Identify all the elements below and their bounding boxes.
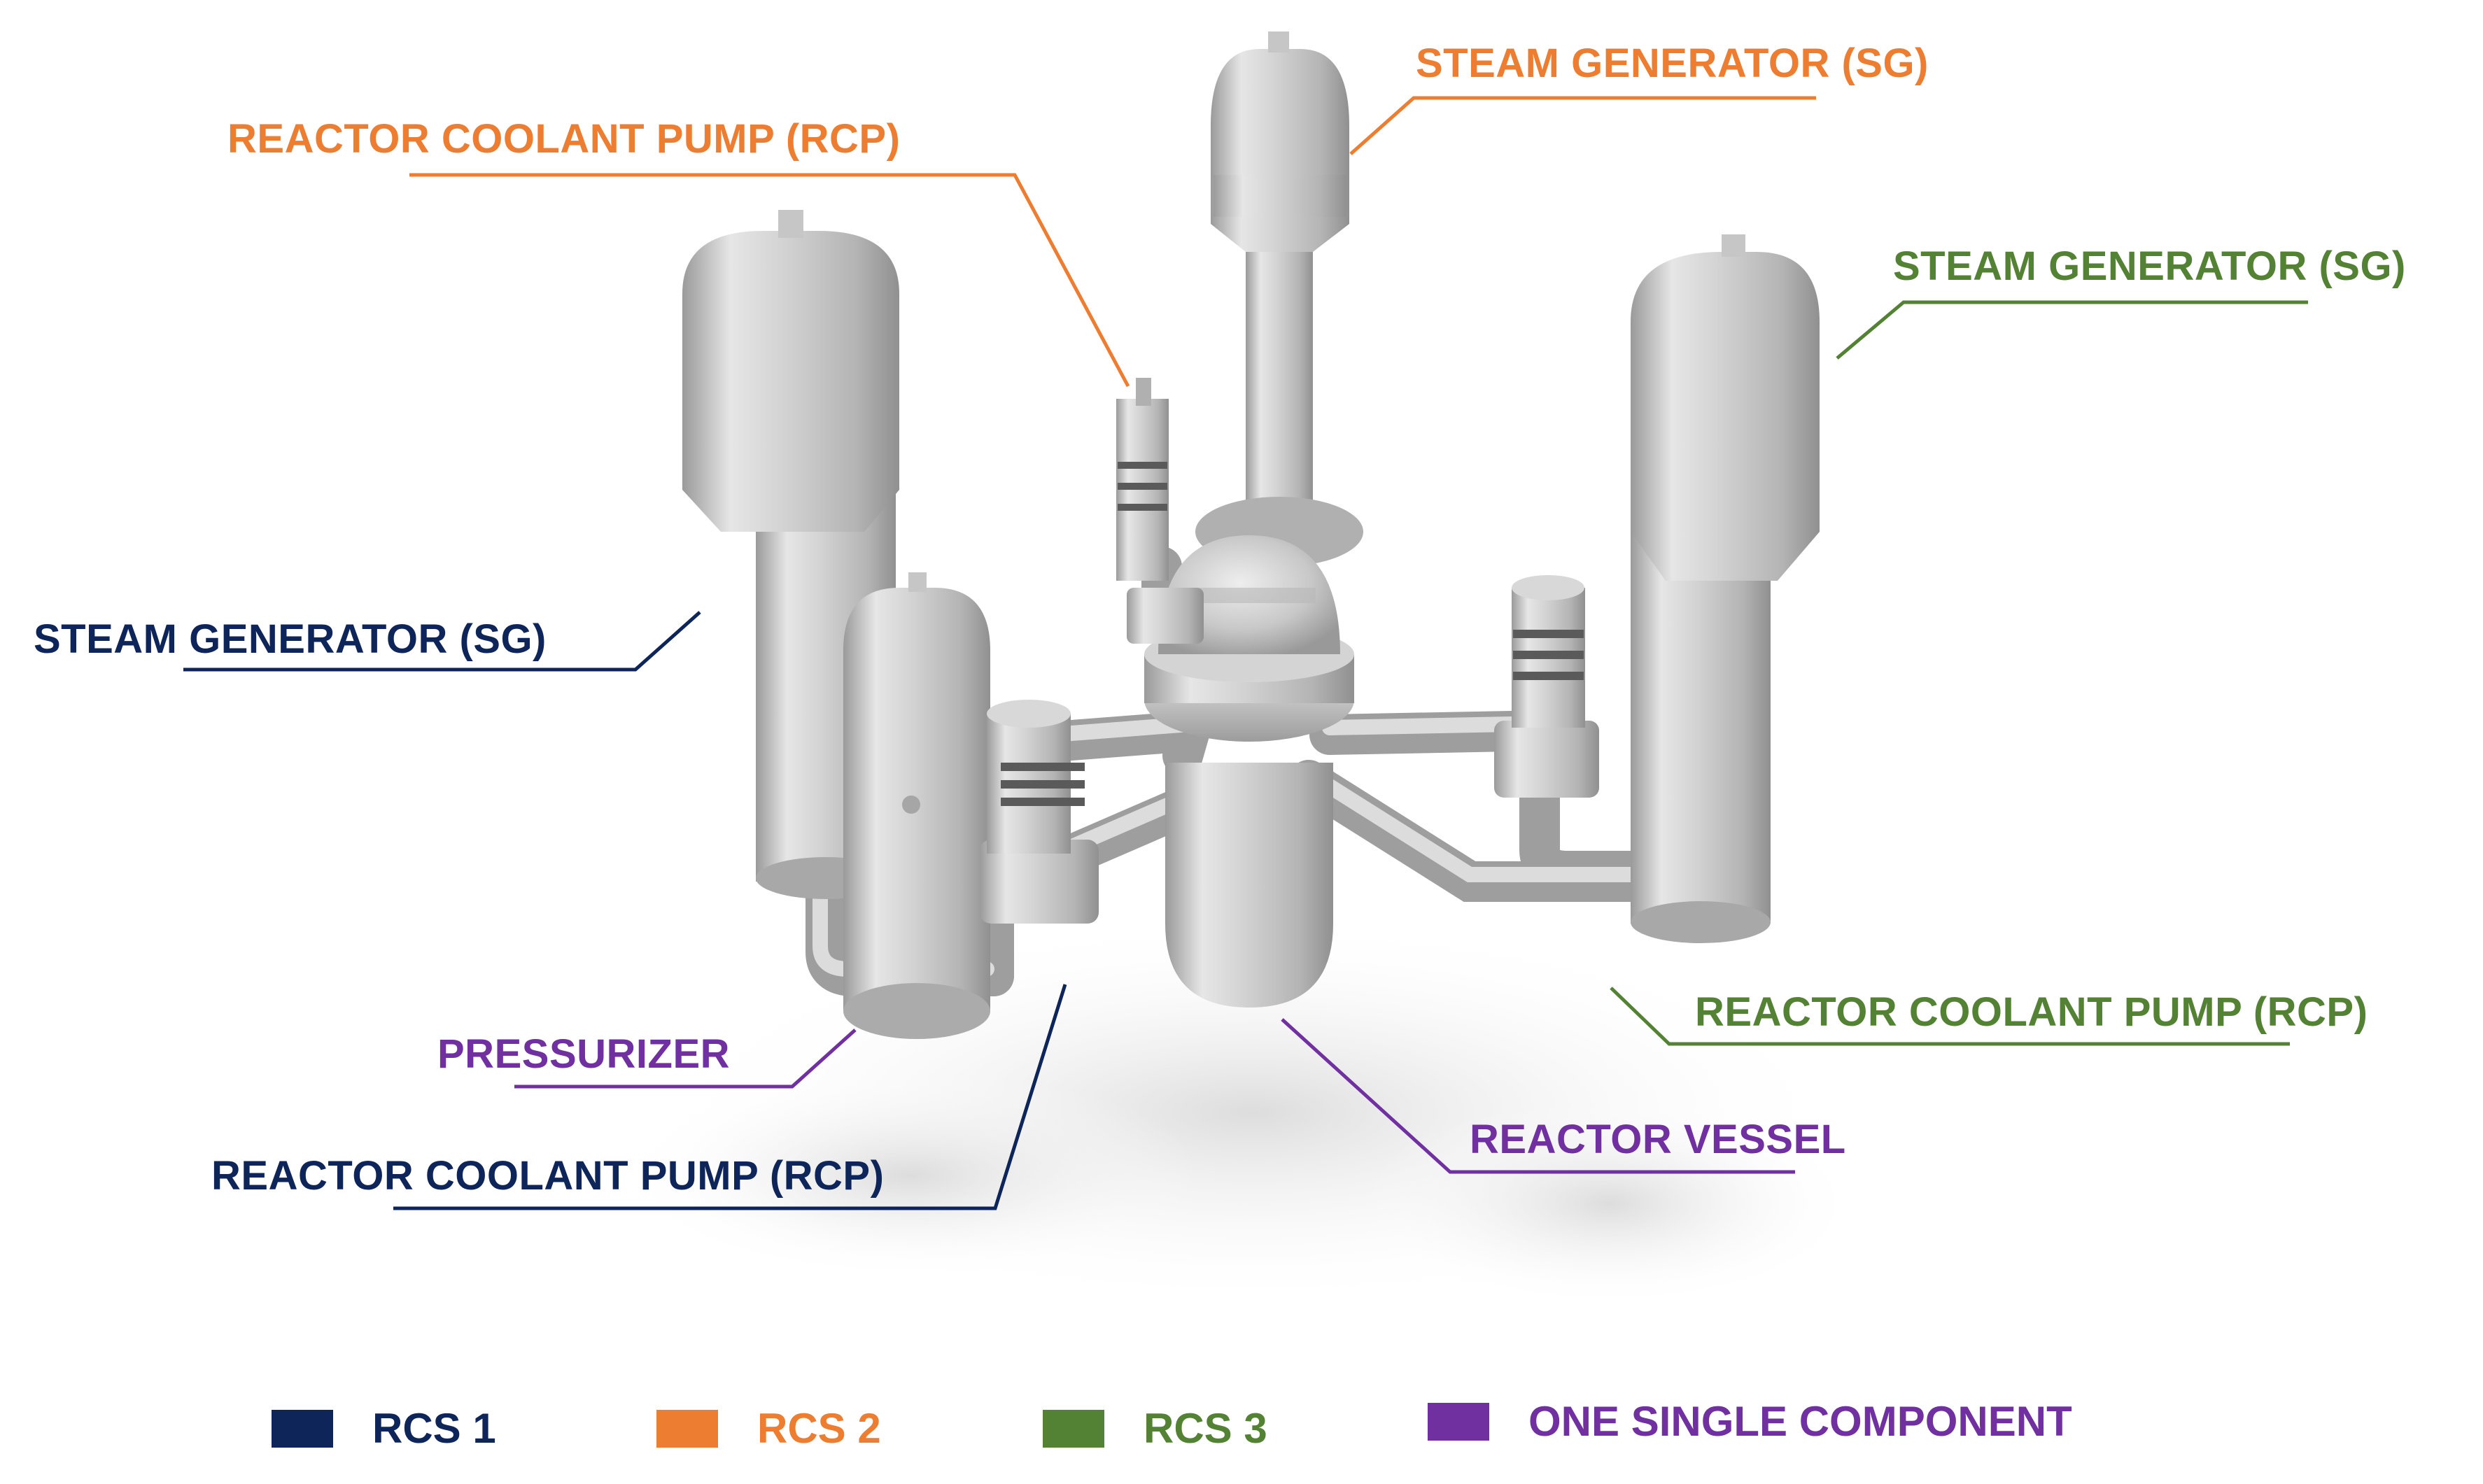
label-reactor-coolant-pump-right: REACTOR COOLANT PUMP (RCP) [1695, 989, 2368, 1035]
leader-line-rcp-bottom [393, 984, 1067, 1210]
label-steam-generator-right: STEAM GENERATOR (SG) [1893, 243, 2406, 289]
label-steam-generator-left: STEAM GENERATOR (SG) [34, 616, 547, 662]
label-steam-generator-top: STEAM GENERATOR (SG) [1416, 41, 1929, 86]
legend-label-rcs2: RCS 2 [757, 1405, 881, 1452]
legend-swatch-rcs2 [656, 1410, 718, 1448]
legend-label-rcs1: RCS 1 [372, 1405, 496, 1452]
label-reactor-coolant-pump-bottom: REACTOR COOLANT PUMP (RCP) [211, 1153, 885, 1199]
legend-item-rcs2: RCS 2 [656, 1408, 881, 1450]
leader-line-sg-right [1836, 300, 2308, 360]
legend-swatch-single-component [1428, 1403, 1489, 1441]
leader-lines [183, 96, 2308, 1210]
legend-swatch-rcs3 [1043, 1410, 1104, 1448]
label-pressurizer: PRESSURIZER [437, 1031, 731, 1077]
leader-line-rcp-right [1610, 987, 2290, 1046]
legend-label-single-component: ONE SINGLE COMPONENT [1528, 1398, 2072, 1445]
legend-item-rcs3: RCS 3 [1043, 1408, 1267, 1450]
legend-swatch-rcs1 [272, 1410, 333, 1448]
legend-item-rcs1: RCS 1 [272, 1408, 496, 1450]
leader-line-pressurizer [514, 1029, 857, 1089]
legend-item-single-component: ONE SINGLE COMPONENT [1428, 1401, 2072, 1443]
leader-line-sg-left [183, 611, 701, 672]
reactor-coolant-pump-rear [1116, 378, 1204, 644]
reactor-coolant-pump-left [980, 700, 1099, 924]
steam-generator-top [1195, 31, 1363, 574]
reactor-coolant-pump-right [1494, 575, 1599, 798]
leader-line-vessel [1281, 1018, 1795, 1174]
label-reactor-coolant-pump-top: REACTOR COOLANT PUMP (RCP) [227, 116, 901, 162]
leader-line-rcp-top [409, 173, 1130, 388]
label-reactor-vessel: REACTOR VESSEL [1470, 1117, 1846, 1162]
leader-line-sg-top [1349, 96, 1816, 155]
steam-generator-right [1631, 234, 1820, 943]
legend-label-rcs3: RCS 3 [1144, 1405, 1267, 1452]
pressurizer [843, 572, 990, 1039]
